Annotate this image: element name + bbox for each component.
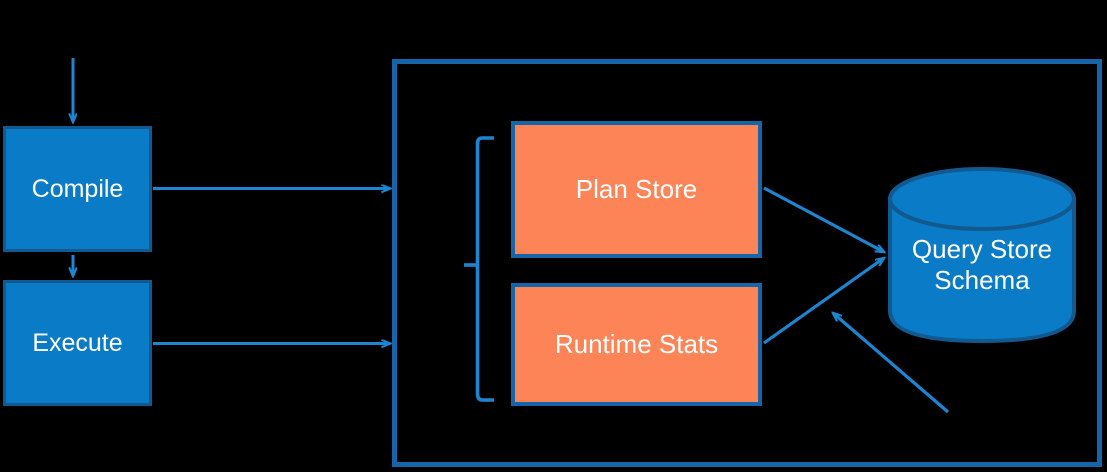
connector-runtime-stats-to-schema [763, 258, 884, 345]
node-query-store-schema[interactable]: Query Store Schema [890, 215, 1074, 315]
store-group-bracket [475, 136, 494, 402]
node-plan-store[interactable]: Plan Store [511, 121, 762, 258]
query-store-schema-cylinder [888, 167, 1076, 344]
node-plan-store-label: Plan Store [575, 174, 698, 205]
connector-plan-store-to-schema [763, 186, 884, 252]
connector-external-to-schema [833, 313, 950, 414]
node-compile-label: Compile [31, 174, 124, 203]
node-execute-label: Execute [32, 328, 123, 357]
node-runtime-stats[interactable]: Runtime Stats [511, 283, 762, 406]
node-execute[interactable]: Execute [3, 280, 152, 406]
node-runtime-stats-label: Runtime Stats [554, 329, 719, 360]
node-query-store-schema-label: Query Store Schema [911, 233, 1053, 295]
node-compile[interactable]: Compile [3, 126, 152, 252]
query-store-container [392, 59, 1102, 467]
